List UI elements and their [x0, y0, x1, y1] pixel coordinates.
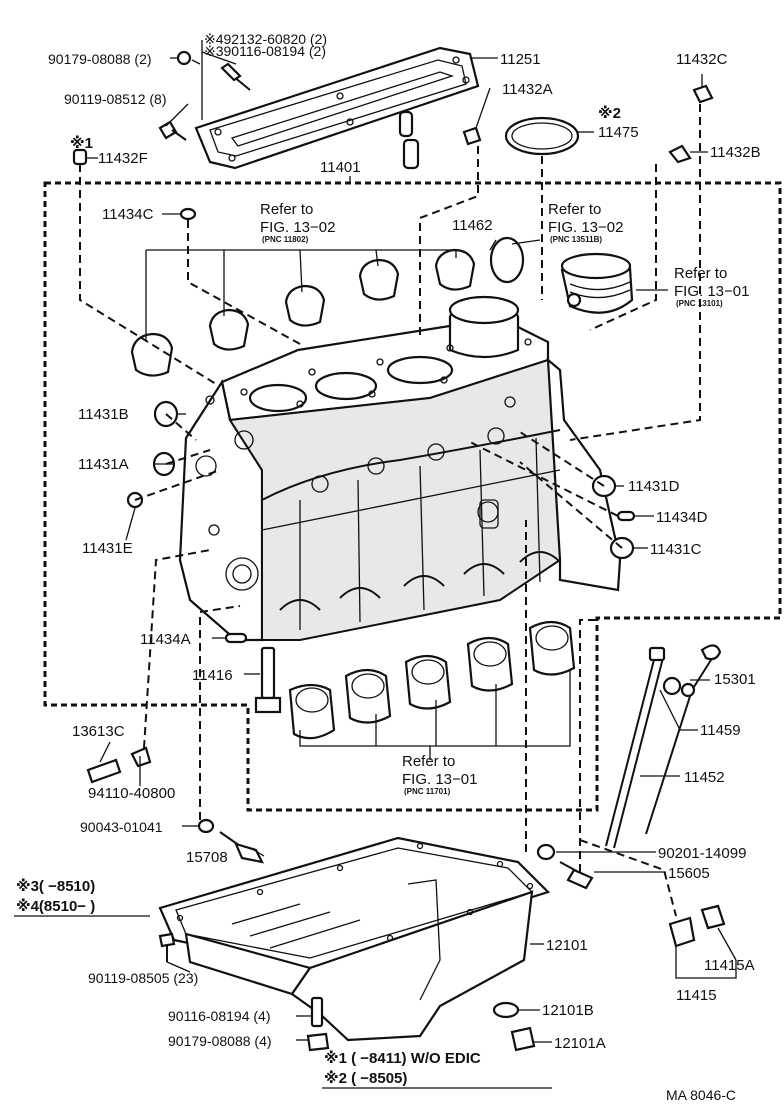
leader-lines	[86, 40, 737, 1043]
ref2-line-b: FIG. 13−02	[548, 219, 623, 236]
block-group-outline	[43, 176, 782, 812]
label-13613C: 13613C	[72, 723, 125, 740]
label-11416: 11416	[192, 667, 233, 684]
plug-15605	[559, 861, 594, 890]
label-11432A: 11432A	[502, 81, 553, 98]
label-11459: 11459	[700, 722, 741, 739]
label-11432F: 11432F	[98, 150, 148, 167]
washer-11462	[489, 236, 525, 284]
bolt-90119-08505	[158, 932, 176, 962]
bolt-90179-08088-top	[176, 50, 251, 91]
note-mark3: ※3( −8510)	[16, 877, 95, 895]
label-11415A: 11415A	[704, 957, 755, 974]
label-11475: 11475	[598, 124, 639, 141]
label-492132: ※492132-60820 (2)	[204, 31, 327, 47]
ref2-line-c: (PNC 13511B)	[550, 235, 602, 244]
ref4-line-a: Refer to	[402, 753, 455, 770]
gasket-12101B	[492, 1001, 520, 1019]
part-labels: 90179-08088 (2) ※492132-60820 (2) ※39011…	[48, 31, 761, 1052]
label-90179-08088-bot: 90179-08088 (4)	[168, 1033, 272, 1049]
upper-bearings	[130, 248, 476, 377]
label-11431D: 11431D	[628, 478, 680, 495]
ring-90043	[197, 818, 215, 834]
label-94110: 94110-40800	[88, 785, 175, 802]
label-15708: 15708	[186, 849, 228, 866]
label-11401: 11401	[320, 159, 361, 176]
ref3-line-a: Refer to	[674, 265, 727, 282]
oil-gauge	[605, 644, 722, 849]
label-12101A: 12101A	[554, 1035, 606, 1052]
nut-90179-08088-bot	[306, 1032, 330, 1052]
note-mark1: ※1 ( −8411) W/O EDIC	[324, 1049, 481, 1067]
bolt-90119-08512	[158, 120, 187, 141]
dashed-relations	[79, 104, 701, 917]
footnotes: ※3( −8510) ※4(8510− ) ※1 ( −8411) W/O ED…	[14, 877, 736, 1103]
bolt-11416	[254, 646, 282, 714]
plug-11432C	[692, 84, 714, 104]
piston	[560, 252, 634, 314]
refer-block-4: Refer to FIG. 13−01 (PNC 11701)	[402, 753, 477, 796]
diagram-code: MA 8046-C	[666, 1087, 736, 1103]
label-90116-08194: 90116-08194 (4)	[168, 1008, 270, 1024]
washer-90201	[536, 843, 556, 861]
label-11432C: 11432C	[676, 51, 728, 68]
label-12101: 12101	[546, 937, 588, 954]
label-90119-08505: 90119-08505 (23)	[88, 970, 198, 986]
label-90201: 90201-14099	[658, 845, 746, 862]
label-11431B: 11431B	[78, 406, 129, 423]
ref4-line-c: (PNC 11701)	[404, 787, 451, 796]
plug-12101A	[510, 1026, 536, 1052]
ref2-line-a: Refer to	[548, 201, 601, 218]
label-11434A: 11434A	[140, 631, 191, 648]
label-mark2: ※2	[598, 104, 621, 122]
label-11434C: 11434C	[102, 206, 154, 223]
ref3-line-c: (PNC 13101)	[676, 299, 723, 308]
label-11431A: 11431A	[78, 456, 129, 473]
valve-15708	[219, 831, 264, 864]
cylinder-block	[178, 295, 622, 642]
label-11434D: 11434D	[656, 509, 708, 526]
stud-90116-08194	[310, 996, 324, 1028]
label-11432B: 11432B	[710, 144, 761, 161]
label-11431E: 11431E	[82, 540, 133, 557]
plug-11432F	[72, 148, 88, 166]
refer-block-1: Refer to FIG. 13−02 (PNC 11802)	[260, 201, 335, 244]
ref1-line-c: (PNC 11802)	[262, 235, 309, 244]
ref3-line-b: FIG. 13−01	[674, 283, 749, 300]
label-90119-08512: 90119-08512 (8)	[64, 91, 166, 107]
cock-11415	[668, 904, 737, 979]
ref4-line-b: FIG. 13−01	[402, 771, 477, 788]
bolt-13613C	[86, 746, 152, 784]
refer-block-2: Refer to FIG. 13−02 (PNC 13511B)	[548, 201, 623, 244]
plug-11432A	[462, 126, 482, 146]
oil-pan-12101	[158, 836, 551, 1042]
timing-cover-11251	[194, 46, 480, 170]
label-mark1: ※1	[70, 134, 93, 152]
label-15301: 15301	[714, 671, 756, 688]
label-11452: 11452	[684, 769, 725, 786]
label-11415: 11415	[676, 987, 717, 1004]
label-15605: 15605	[668, 865, 710, 882]
note-mark2: ※2 ( −8505)	[324, 1069, 407, 1087]
note-mark4: ※4(8510− )	[16, 897, 95, 915]
lower-bearings	[288, 620, 576, 760]
ref1-line-a: Refer to	[260, 201, 313, 218]
ref1-line-b: FIG. 13−02	[260, 219, 335, 236]
label-11431C: 11431C	[650, 541, 702, 558]
label-11462: 11462	[452, 217, 493, 234]
plug-11432B	[668, 144, 692, 164]
label-12101B: 12101B	[542, 1002, 594, 1019]
refer-block-3: Refer to FIG. 13−01 (PNC 13101)	[674, 265, 749, 308]
pin-11434C	[179, 207, 197, 221]
label-11251: 11251	[500, 51, 541, 68]
label-90043: 90043-01041	[80, 819, 163, 835]
ring-11475	[504, 116, 580, 156]
label-90179-08088-top: 90179-08088 (2)	[48, 51, 152, 67]
label-390116: ※390116-08194 (2)	[204, 43, 326, 59]
